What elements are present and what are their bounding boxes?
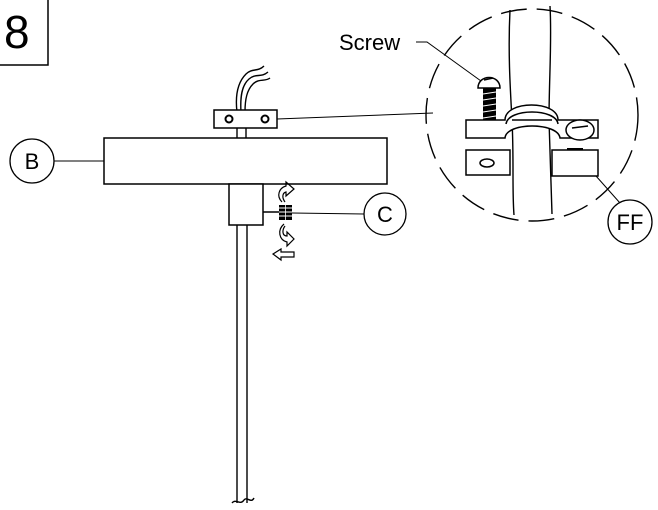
- detail-screw: [477, 76, 501, 124]
- coupling: [228, 183, 264, 226]
- left-arrow-icon: [271, 247, 295, 262]
- step-number-box: 8: [0, 0, 49, 66]
- detail-leader: [276, 112, 434, 120]
- detail-circle: [425, 8, 639, 222]
- set-screw: [279, 205, 292, 220]
- callout-ff-label: FF: [617, 210, 644, 235]
- screw-leader: [416, 41, 482, 82]
- callout-b-label: B: [25, 149, 40, 174]
- clamp-screw-left: [224, 114, 234, 124]
- callout-c-label: C: [377, 202, 393, 227]
- detail-lower-clamp: [465, 149, 599, 177]
- callout-c: C: [291, 192, 407, 236]
- clamp-screw-right: [260, 114, 270, 124]
- cord-clamp: [213, 109, 278, 129]
- callout-b: B: [9, 138, 104, 184]
- curved-arrows-icon: [278, 180, 295, 248]
- hanging-cord: [231, 225, 255, 504]
- wires: [235, 65, 271, 113]
- canopy: [103, 137, 388, 185]
- callout-ff: FF: [595, 175, 653, 245]
- screw-label: Screw: [339, 30, 400, 55]
- detail-upper-clamp: [465, 104, 599, 139]
- step-number: 8: [4, 6, 30, 58]
